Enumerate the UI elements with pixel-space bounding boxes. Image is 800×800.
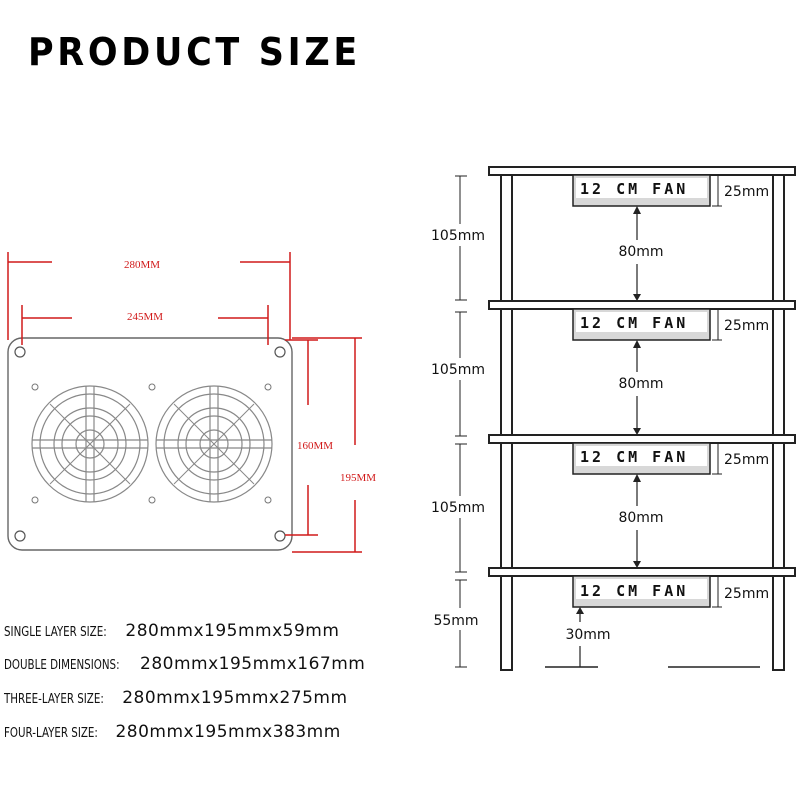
fan-height-label: 25mm [724, 586, 769, 602]
fan-gap-label: 80mm [618, 376, 663, 392]
fan-label: 12 CM FAN [580, 180, 688, 198]
spec-label: FOUR-LAYER SIZE: [4, 726, 98, 741]
top-view-plate [7, 337, 293, 551]
layer-gap-label: 105mm [431, 228, 485, 244]
fan-height-label: 25mm [724, 184, 769, 200]
mount-hole [14, 346, 26, 358]
dim-width-inner: 245MM [127, 311, 163, 323]
bottom-fan-gap-label: 30mm [565, 627, 610, 643]
spec-value: 280mmx195mmx275mm [122, 688, 348, 708]
spec-single-layer: SINGLE LAYER SIZE: 280mmx195mmx59mm [4, 621, 339, 641]
spec-label: THREE-LAYER SIZE: [4, 692, 104, 707]
fan-gap-arrows [576, 206, 641, 667]
fan-height-brackets [712, 174, 722, 608]
spec-three-layer: THREE-LAYER SIZE: 280mmx195mmx275mm [4, 688, 348, 708]
rack-leg-right [772, 171, 785, 671]
fan-gap-label: 80mm [618, 244, 663, 260]
spec-value: 280mmx195mmx383mm [115, 722, 341, 742]
dim-height-outer: 195MM [340, 472, 376, 484]
fan-label: 12 CM FAN [580, 582, 688, 600]
fan-height-label: 25mm [724, 318, 769, 334]
layer-gap-label: 105mm [431, 362, 485, 378]
layer-gap-dimensions [455, 175, 467, 668]
fan-gap-label: 80mm [618, 510, 663, 526]
fan-box-3 [572, 442, 711, 475]
shelf [488, 567, 796, 577]
bottom-gap-label: 55mm [433, 613, 478, 629]
dim-height-inner: 160MM [297, 440, 333, 452]
shelf [488, 166, 796, 176]
fan-label: 12 CM FAN [580, 314, 688, 332]
layer-gap-label: 105mm [431, 500, 485, 516]
page-title: PRODUCT SIZE [28, 30, 361, 74]
fan-box-1 [572, 174, 711, 207]
spec-double-layer: DOUBLE DIMENSIONS: 280mmx195mmx167mm [4, 654, 365, 674]
mount-hole [274, 346, 286, 358]
shelf [488, 434, 796, 444]
fan-label: 12 CM FAN [580, 448, 688, 466]
spec-label: SINGLE LAYER SIZE: [4, 625, 107, 640]
fan-box-2 [572, 308, 711, 341]
mount-hole [274, 530, 286, 542]
shelf [488, 300, 796, 310]
spec-value: 280mmx195mmx59mm [125, 621, 340, 641]
spec-value: 280mmx195mmx167mm [140, 654, 366, 674]
mount-hole [14, 530, 26, 542]
fan-height-label: 25mm [724, 452, 769, 468]
rack-leg-left [500, 171, 513, 671]
spec-four-layer: FOUR-LAYER SIZE: 280mmx195mmx383mm [4, 722, 341, 742]
dim-width-outer: 280MM [124, 259, 160, 271]
fan-box-4 [572, 575, 711, 608]
top-view-dimensions [7, 252, 362, 553]
spec-label: DOUBLE DIMENSIONS: [4, 658, 120, 673]
